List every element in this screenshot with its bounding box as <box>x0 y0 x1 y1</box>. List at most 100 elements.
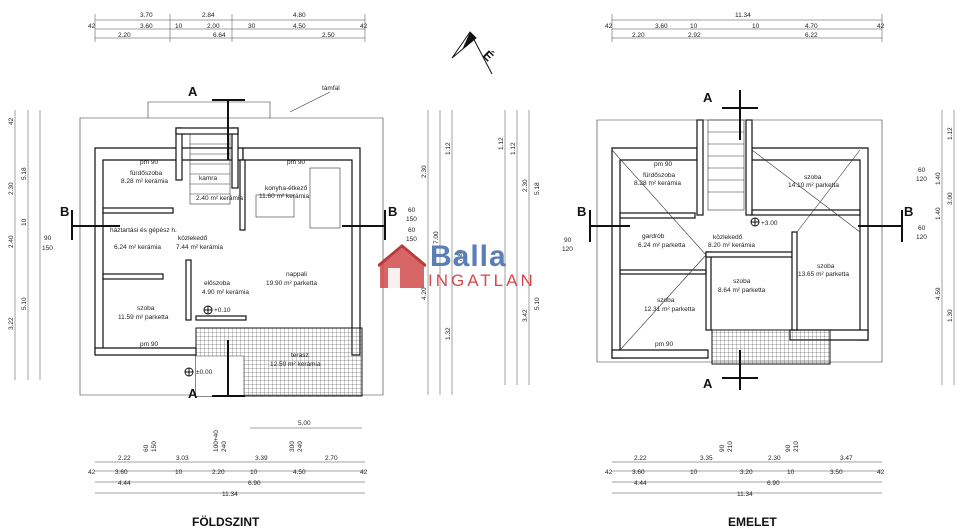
right-room-labels: fürdőszoba 8.28 m² kerámia szoba 14.10 m… <box>634 161 849 348</box>
terrace-cutout <box>196 356 244 396</box>
section-mark: B <box>388 204 397 219</box>
svg-text:5.18: 5.18 <box>21 167 28 180</box>
left-plan-title: FÖLDSZINT <box>192 514 260 529</box>
svg-text:4.59: 4.59 <box>935 287 942 300</box>
svg-text:150: 150 <box>42 245 53 252</box>
room-area: 14.10 m² parketta <box>788 182 839 189</box>
balcony-hatch <box>711 329 831 365</box>
left-bottom-dim: 6.90 <box>248 480 261 487</box>
right-left-dimension-lines <box>504 110 530 385</box>
svg-text:1.40: 1.40 <box>935 207 942 220</box>
svg-text:60: 60 <box>143 444 150 452</box>
dining-table <box>255 194 295 218</box>
north-arrow-icon <box>451 31 493 75</box>
left-side-dimension-lines <box>14 110 41 380</box>
left-top-dim: 2.50 <box>322 32 335 39</box>
right-top-dim: 3.60 <box>655 23 668 30</box>
pm-label: pm 90 <box>287 159 305 166</box>
room-name: fürdőszoba <box>643 172 676 179</box>
svg-text:60: 60 <box>408 207 416 214</box>
section-mark: A <box>188 84 198 99</box>
room-area: 7.44 m² kerámia <box>176 244 223 251</box>
svg-text:4.20: 4.20 <box>421 287 428 300</box>
svg-text:210: 210 <box>727 441 734 452</box>
tamfal-leader <box>289 91 331 113</box>
pm-label: pm 90 <box>654 161 672 168</box>
left-top-dim: 42 <box>88 23 96 30</box>
left-room-labels: fürdőszoba 8.28 m² kerámia kamra 2.40 m²… <box>110 159 321 368</box>
left-right-dimension-lines <box>427 110 453 395</box>
room-name: közlekedő <box>178 235 208 242</box>
right-top-dim: 6.22 <box>805 32 818 39</box>
left-top-dim: 3.70 <box>140 12 153 19</box>
left-roof-outline <box>79 117 384 396</box>
left-top-dim: 42 <box>360 23 368 30</box>
right-top-dim: 4.70 <box>805 23 818 30</box>
left-bottom-dim: 10 <box>250 469 258 476</box>
svg-text:1.12: 1.12 <box>498 137 505 150</box>
svg-text:1.12: 1.12 <box>510 142 517 155</box>
right-bottom-dim: 10 <box>690 469 698 476</box>
pm-label: pm 90 <box>140 341 158 348</box>
right-stairs <box>707 119 745 211</box>
svg-text:2.30: 2.30 <box>8 182 15 195</box>
svg-text:7.84: 7.84 <box>457 249 464 262</box>
svg-text:60: 60 <box>408 227 416 234</box>
section-mark: B <box>577 204 586 219</box>
left-bottom-dim: 4.50 <box>293 469 306 476</box>
left-top-dim: 2.84 <box>202 12 215 19</box>
right-bottom-dim: 2.22 <box>634 455 647 462</box>
room-area: 8.28 m² kerámia <box>634 180 681 187</box>
left-bottom-dim: 10 <box>175 469 183 476</box>
logo-subtitle: INGATLAN <box>428 271 536 290</box>
left-level-markers: +0.10 ±0.00 <box>184 305 231 377</box>
room-area: 11.59 m² parketta <box>118 314 169 321</box>
svg-text:100+40: 100+40 <box>213 430 220 452</box>
room-name: közlekedő <box>713 234 743 241</box>
svg-text:5.10: 5.10 <box>21 297 28 310</box>
right-bottom-dim: 3.47 <box>840 455 853 462</box>
svg-text:7.00: 7.00 <box>433 231 440 244</box>
right-top-dim: 2.20 <box>632 32 645 39</box>
svg-text:3.00: 3.00 <box>947 192 954 205</box>
left-top-dimension-lines <box>94 14 366 42</box>
balla-logo: Balla INGATLAN <box>378 240 592 292</box>
left-section-lines <box>71 99 386 397</box>
room-name: előszoba <box>204 280 230 287</box>
svg-text:240: 240 <box>297 441 304 452</box>
room-area: 6.24 m² parketta <box>638 242 686 249</box>
left-bottom-dim: 2.20 <box>212 469 225 476</box>
left-bottom-dim: 2.22 <box>118 455 131 462</box>
left-bottom-dim: 3.60 <box>115 469 128 476</box>
svg-text:1.12: 1.12 <box>445 142 452 155</box>
right-bottom-dim: 3.35 <box>700 455 713 462</box>
room-area: 4.90 m² kerámia <box>202 289 249 296</box>
right-bottom-dim: 6.90 <box>767 480 780 487</box>
svg-text:5.18: 5.18 <box>534 182 541 195</box>
svg-text:90: 90 <box>564 237 572 244</box>
svg-text:1.12: 1.12 <box>947 127 954 140</box>
right-bottom-dim: 3.60 <box>632 469 645 476</box>
level-inside: +0.10 <box>214 307 231 314</box>
svg-text:3.22: 3.22 <box>8 317 15 330</box>
svg-text:42: 42 <box>8 117 15 125</box>
left-roof-ridge <box>147 101 271 118</box>
room-name: konyha-étkező <box>265 185 308 192</box>
room-area: 19.90 m² parketta <box>266 280 317 287</box>
right-plan: 11.34 42 3.60 10 10 4.70 42 2.20 2.92 6.… <box>498 12 955 529</box>
left-top-dim: 2.20 <box>118 32 131 39</box>
svg-text:90: 90 <box>719 444 726 452</box>
level-upper: +3.00 <box>761 220 778 227</box>
pm-label: pm 90 <box>140 159 158 166</box>
svg-text:1.40: 1.40 <box>935 172 942 185</box>
room-name: terasz <box>291 352 309 359</box>
room-name: fürdőszoba <box>130 170 163 177</box>
right-bottom-dim: 4.44 <box>634 480 647 487</box>
right-bottom-dim: 3.20 <box>740 469 753 476</box>
right-top-dim: 42 <box>605 23 613 30</box>
section-mark: B <box>60 204 69 219</box>
left-top-dim: 30 <box>248 23 256 30</box>
room-name: szoba <box>804 174 822 181</box>
room-name: kamra <box>199 175 217 182</box>
room-area: 12.31 m² parketta <box>644 306 695 313</box>
